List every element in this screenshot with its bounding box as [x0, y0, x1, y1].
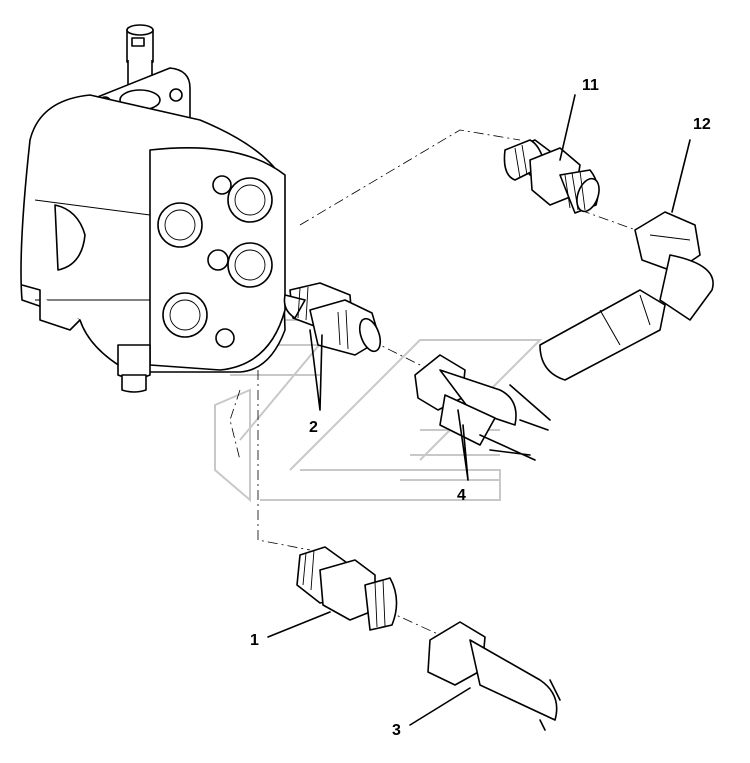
callout-12: 12	[693, 116, 711, 133]
adapter-fitting-11	[503, 139, 600, 214]
adapter-fitting-1	[296, 546, 398, 631]
callout-2: 2	[309, 419, 318, 436]
hose-assembly-3	[427, 621, 561, 731]
elbow-hose-12	[539, 211, 714, 381]
control-valve	[20, 24, 286, 393]
adapter-fittings-2	[283, 282, 382, 356]
leader-lines	[267, 94, 691, 726]
callout-4: 4	[457, 487, 466, 504]
hose-assembly-4	[414, 354, 551, 461]
callout-1: 1	[250, 632, 259, 649]
callout-11: 11	[582, 77, 599, 94]
callout-3: 3	[392, 722, 401, 739]
callout-labels: 11 12 2 4 1 3	[250, 77, 711, 739]
